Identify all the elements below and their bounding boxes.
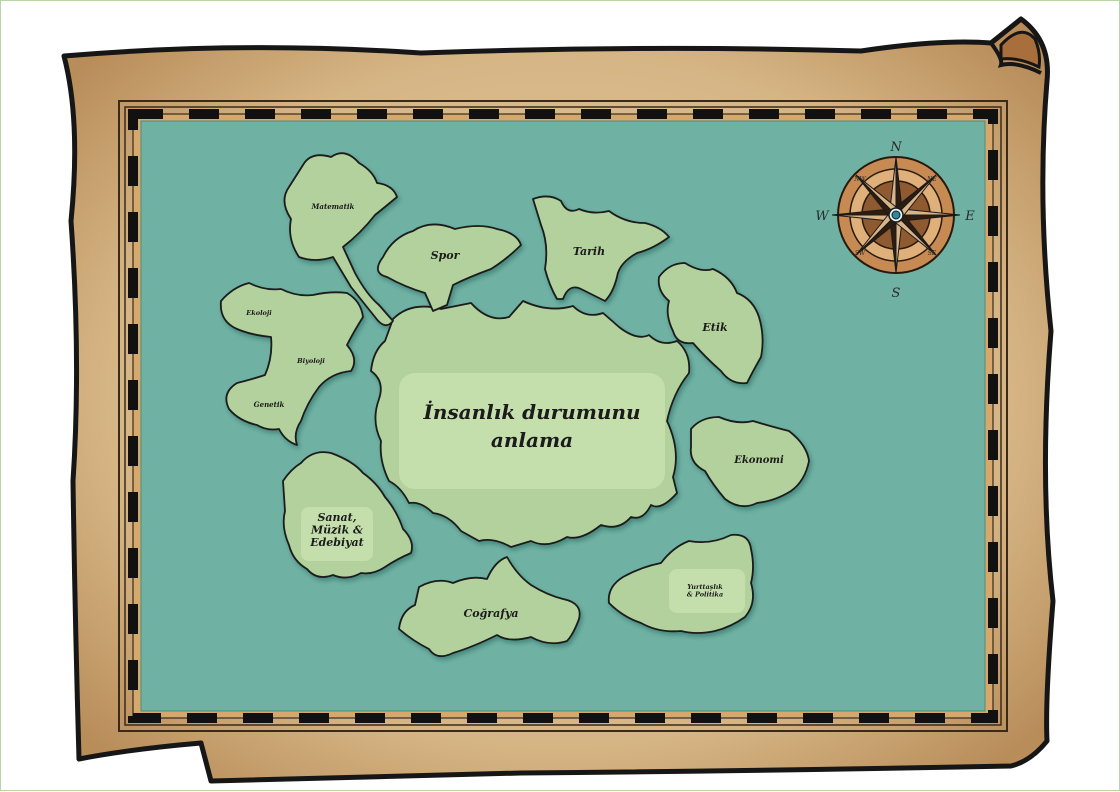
compass-ne: NE <box>926 176 937 183</box>
region-label-spor: Spor <box>431 249 461 262</box>
region-label-cografya: Coğrafya <box>464 607 519 620</box>
region-label-sanat: Sanat,Müzik &Edebiyat <box>309 511 364 549</box>
compass-nw: NW <box>853 176 866 183</box>
region-label-etik: Etik <box>701 321 728 334</box>
compass-n: N <box>889 140 902 155</box>
region-label-ekonomi: Ekonomi <box>733 455 784 466</box>
compass-e: E <box>964 209 975 224</box>
compass-sw: SW <box>855 250 866 257</box>
center-label-line1: İnsanlık durumunu <box>422 400 640 424</box>
region-label-matematik: Matematik <box>311 202 355 211</box>
region-label-biyoloji: Biyoloji <box>296 357 325 365</box>
region-label-genetik: Genetik <box>254 400 285 409</box>
compass-se: SE <box>928 250 937 257</box>
compass-s: S <box>892 286 901 301</box>
compass-w: W <box>815 209 830 224</box>
region-label-tarih: Tarih <box>573 245 605 258</box>
center-label-line2: anlama <box>491 428 573 452</box>
region-label-yurttaslik: Yurttaşlık& Politika <box>687 583 723 599</box>
region-label-ekoloji: Ekoloji <box>245 309 272 317</box>
